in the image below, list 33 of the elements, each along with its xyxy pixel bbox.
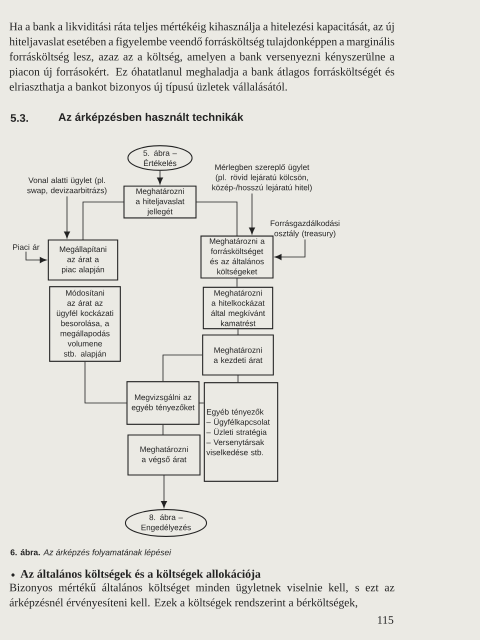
- connector-line: [162, 424, 164, 435]
- process-box: Megvizsgálni az egyéb tényezőket: [126, 381, 200, 425]
- process-box: Módosítani az árat az ügyfél kockázati besorolása, a megállapodás volumene stb. alapján: [49, 286, 121, 362]
- connector-line: [64, 196, 70, 238]
- connector-line: [157, 170, 163, 184]
- connector-line: [26, 251, 47, 263]
- process-box: Meghatározni a hitelkockázat által megkívánt kamatrést: [202, 286, 274, 330]
- section-number: 5.3.: [10, 114, 28, 122]
- process-box: Meghatározni a kezdeti árat: [202, 334, 274, 376]
- connector-line: [236, 278, 238, 288]
- process-box: Egyéb tényezők – Ügyfélkapcsolat – Üzleti stratégia – Versenytársak viselkedése stb.: [204, 382, 278, 482]
- figure-caption: 6. ábra. Az árképzés folyamatának lépései: [10, 549, 172, 557]
- annotation-text: Forrásgazdálkodási osztály (treasury): [270, 220, 340, 238]
- annotation-text: Vonal alatti ügylet (pl. swap, devizaarbitrázs): [27, 177, 106, 195]
- connector-line: [274, 239, 306, 260]
- connector-line: [162, 354, 203, 382]
- body-paragraph: Ha a bank a likviditási ráta teljes mértékéig kihasználja a hitelezési kapacitását, az új hiteljavaslat esetében a figyelembe veendő forrásköltség tulajdonképpen a marginális forrásköltség lesz, azaz az a költség, amelyen a bank versenyezni kényszerülne a piacon új forrásokért. Ez óhatatlanul meghaladja a bank átlagos forrásköltségét és elriaszthatja a bankot bizonyos új típusú üzletek vállalásától.: [9, 22, 394, 93]
- process-box: Megállapítani az árat a piac alapján: [48, 239, 118, 281]
- annotation-text: Mérlegben szereplő ügylet (pl. rövid lejáratú kölcsön, közép-/hosszú lejáratú hitel): [212, 164, 312, 192]
- subheading: Az általános költségek és a költségek allokációja: [20, 570, 261, 580]
- connector-line: [161, 475, 167, 508]
- connector-line: [199, 402, 204, 404]
- annotation-text: Piaci ár: [13, 244, 40, 250]
- section-heading: Az árképzésben használt technikák: [58, 112, 244, 124]
- process-box: Meghatározni a forrásköltséget és az általános költségeket: [200, 236, 274, 279]
- process-box: Meghatározni a végső árat: [127, 434, 201, 476]
- connector-line: [84, 361, 127, 404]
- connector-line: [82, 202, 124, 240]
- page-number: 115: [378, 616, 394, 624]
- body-paragraph: Bizonyos mértékű általános költséget minden ügyletnek viselnie kell, s ezt az árképzésnél érvényesíteni kell. Ezek a költségek rendszerint a bérköltségek,: [10, 583, 394, 609]
- connector-line: [249, 193, 255, 234]
- process-box: Meghatározni a hiteljavaslat jellegét: [123, 186, 197, 218]
- connector-line: [196, 202, 238, 236]
